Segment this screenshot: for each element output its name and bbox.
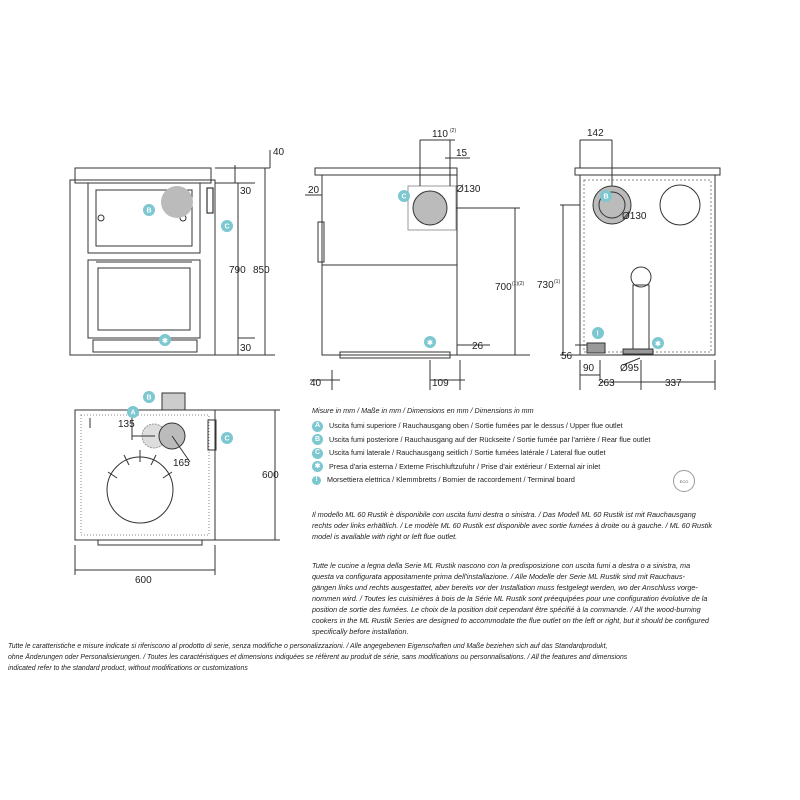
svg-text:B: B <box>147 208 152 215</box>
paragraph-line: cookers in the ML Rustik Series are desi… <box>312 616 709 625</box>
dimension-labels: 40 30 790 850 30 110 (2) 15 20 Ø130 700 … <box>118 128 682 586</box>
badge-c-icon: C <box>312 447 323 459</box>
dim-side-130: Ø130 <box>456 184 481 195</box>
footer-line: indicated refer to the standard product,… <box>8 665 248 672</box>
badge-b-top: B <box>143 391 155 403</box>
dim-top-165: 165 <box>173 458 190 469</box>
dim-back-90: 90 <box>583 363 595 374</box>
footer-line: ohne Änderungen oder Personalisierungen.… <box>8 654 628 661</box>
paragraph-line: specifically before installation. <box>312 627 409 636</box>
badge-star-side: ✱ <box>424 336 436 348</box>
dim-back-337: 337 <box>665 378 682 389</box>
legend-item-b: B Uscita fumi posteriore / Rauchausgang … <box>312 433 782 447</box>
dim-side-26: 26 <box>472 341 484 352</box>
top-view <box>74 392 217 546</box>
paragraph-line: Tutte le cucine a legna della Serie ML R… <box>312 561 691 570</box>
side-flue-circle <box>412 190 448 226</box>
svg-text:C: C <box>225 224 230 231</box>
badge-c-side: C <box>398 190 410 202</box>
legend-item-air: ✱ Presa d'aria esterna / Externe Frischl… <box>312 460 782 474</box>
dim-side-109: 109 <box>432 378 449 389</box>
front-dims <box>215 150 275 356</box>
badge-star-front: ✱ <box>159 334 171 346</box>
paragraph-line: position de sortie des fumées. Le choix … <box>312 605 701 614</box>
legend-item-c: C Uscita fumi laterale / Rauchausgang se… <box>312 447 782 461</box>
dim-back-95: Ø95 <box>620 363 639 374</box>
paragraph-line: nommen wird. / Toutes les cuisinières à … <box>312 594 708 603</box>
dim-back-56: 56 <box>561 351 573 362</box>
paragraph-series-info: Tutte le cucine a legna della Serie ML R… <box>312 560 787 637</box>
svg-text:✱: ✱ <box>162 337 168 345</box>
dim-back-730: 730 <box>537 280 554 291</box>
dim-side-20: 20 <box>308 185 320 196</box>
back-view <box>574 167 721 356</box>
legend-title: Misure in mm / Maße in mm / Dimensions e… <box>312 406 534 415</box>
legend-item-text: Uscita fumi superiore / Rauchausgang obe… <box>329 421 623 431</box>
legend-item-text: Presa d'aria esterna / Externe Frischluf… <box>329 461 601 471</box>
dim-top-600-h: 600 <box>262 470 279 481</box>
badge-a-icon: A <box>312 420 323 432</box>
dim-side-40: 40 <box>310 378 322 389</box>
legend-item-terminal: ! Morsettiera elettrica / Klemmbretts / … <box>312 474 782 488</box>
badge-b-icon: B <box>312 434 323 446</box>
svg-text:B: B <box>604 194 609 201</box>
paragraph-line: Il modello ML 60 Rustik è disponibile co… <box>312 510 696 519</box>
badge-c-top: C <box>221 432 233 444</box>
svg-text:✱: ✱ <box>427 339 433 347</box>
back-flue-inner <box>598 191 626 219</box>
dim-front-30-bottom: 30 <box>240 343 252 354</box>
legend-item-text: Morsettiera elettrica / Klemmbretts / Bo… <box>327 475 575 485</box>
legend-item-a: A Uscita fumi superiore / Rauchausgang o… <box>312 420 782 434</box>
badge-terminal-back: ! <box>592 327 604 339</box>
dim-side-110-sup: (2) <box>450 128 456 134</box>
svg-text:B: B <box>147 395 152 402</box>
terminal-board-icon: ! <box>312 475 321 485</box>
dim-front-30-top: 30 <box>240 186 252 197</box>
dim-side-15: 15 <box>456 148 468 159</box>
badge-star-back: ✱ <box>652 337 664 349</box>
svg-text:!: ! <box>597 331 599 338</box>
air-inlet-icon: ✱ <box>312 461 323 473</box>
svg-text:C: C <box>225 436 230 443</box>
dim-top-135: 135 <box>118 419 135 430</box>
side-dims <box>305 139 530 390</box>
legend: Misure in mm / Maße in mm / Dimensions e… <box>312 405 782 487</box>
svg-text:✱: ✱ <box>655 340 661 348</box>
badge-b-back: B <box>600 190 612 202</box>
dim-back-142: 142 <box>587 128 604 139</box>
badge-c-front: C <box>221 220 233 232</box>
eco-icon: ECO <box>673 470 695 492</box>
dim-front-40: 40 <box>273 147 285 158</box>
dim-back-730-sup: (1) <box>554 279 560 285</box>
footer-note: Tutte le caratteristiche e misure indica… <box>8 641 793 674</box>
dim-side-700-sup: (1)(2) <box>512 281 525 287</box>
dim-side-110: 110 <box>432 129 448 140</box>
back-dims <box>560 139 716 390</box>
paragraph-line: gängen links und rechts ausgestattet, ab… <box>312 583 698 592</box>
dim-front-790: 790 <box>229 265 246 276</box>
side-view <box>314 167 458 359</box>
paragraph-model-availability: Il modello ML 60 Rustik è disponibile co… <box>312 509 787 542</box>
dim-back-263: 263 <box>598 378 615 389</box>
paragraph-line: questa va configurata appositamente prim… <box>312 572 685 581</box>
footer-line: Tutte le caratteristiche e misure indica… <box>8 643 608 650</box>
top-dims <box>74 409 280 575</box>
badge-a-top: A <box>127 406 139 418</box>
drawing-badges: B C ✱ C ✱ B ! ✱ B A C <box>127 190 664 444</box>
badge-b-front: B <box>143 204 155 216</box>
dim-side-700: 700 <box>495 282 512 293</box>
dim-top-600-w: 600 <box>135 575 152 586</box>
svg-text:A: A <box>131 410 136 417</box>
legend-item-text: Uscita fumi posteriore / Rauchausgang au… <box>329 434 651 444</box>
paragraph-line: rechts oder links erhältlich. / Le modèl… <box>312 521 713 530</box>
legend-item-text: Uscita fumi laterale / Rauchausgang seit… <box>329 448 606 458</box>
top-burner-star <box>107 450 173 479</box>
paragraph-line: model is available with right or left fl… <box>312 532 458 541</box>
front-flue-circle <box>161 186 193 218</box>
svg-text:C: C <box>402 194 407 201</box>
dim-front-850: 850 <box>253 265 270 276</box>
dim-back-130: Ø130 <box>622 211 647 222</box>
front-view <box>69 167 216 356</box>
